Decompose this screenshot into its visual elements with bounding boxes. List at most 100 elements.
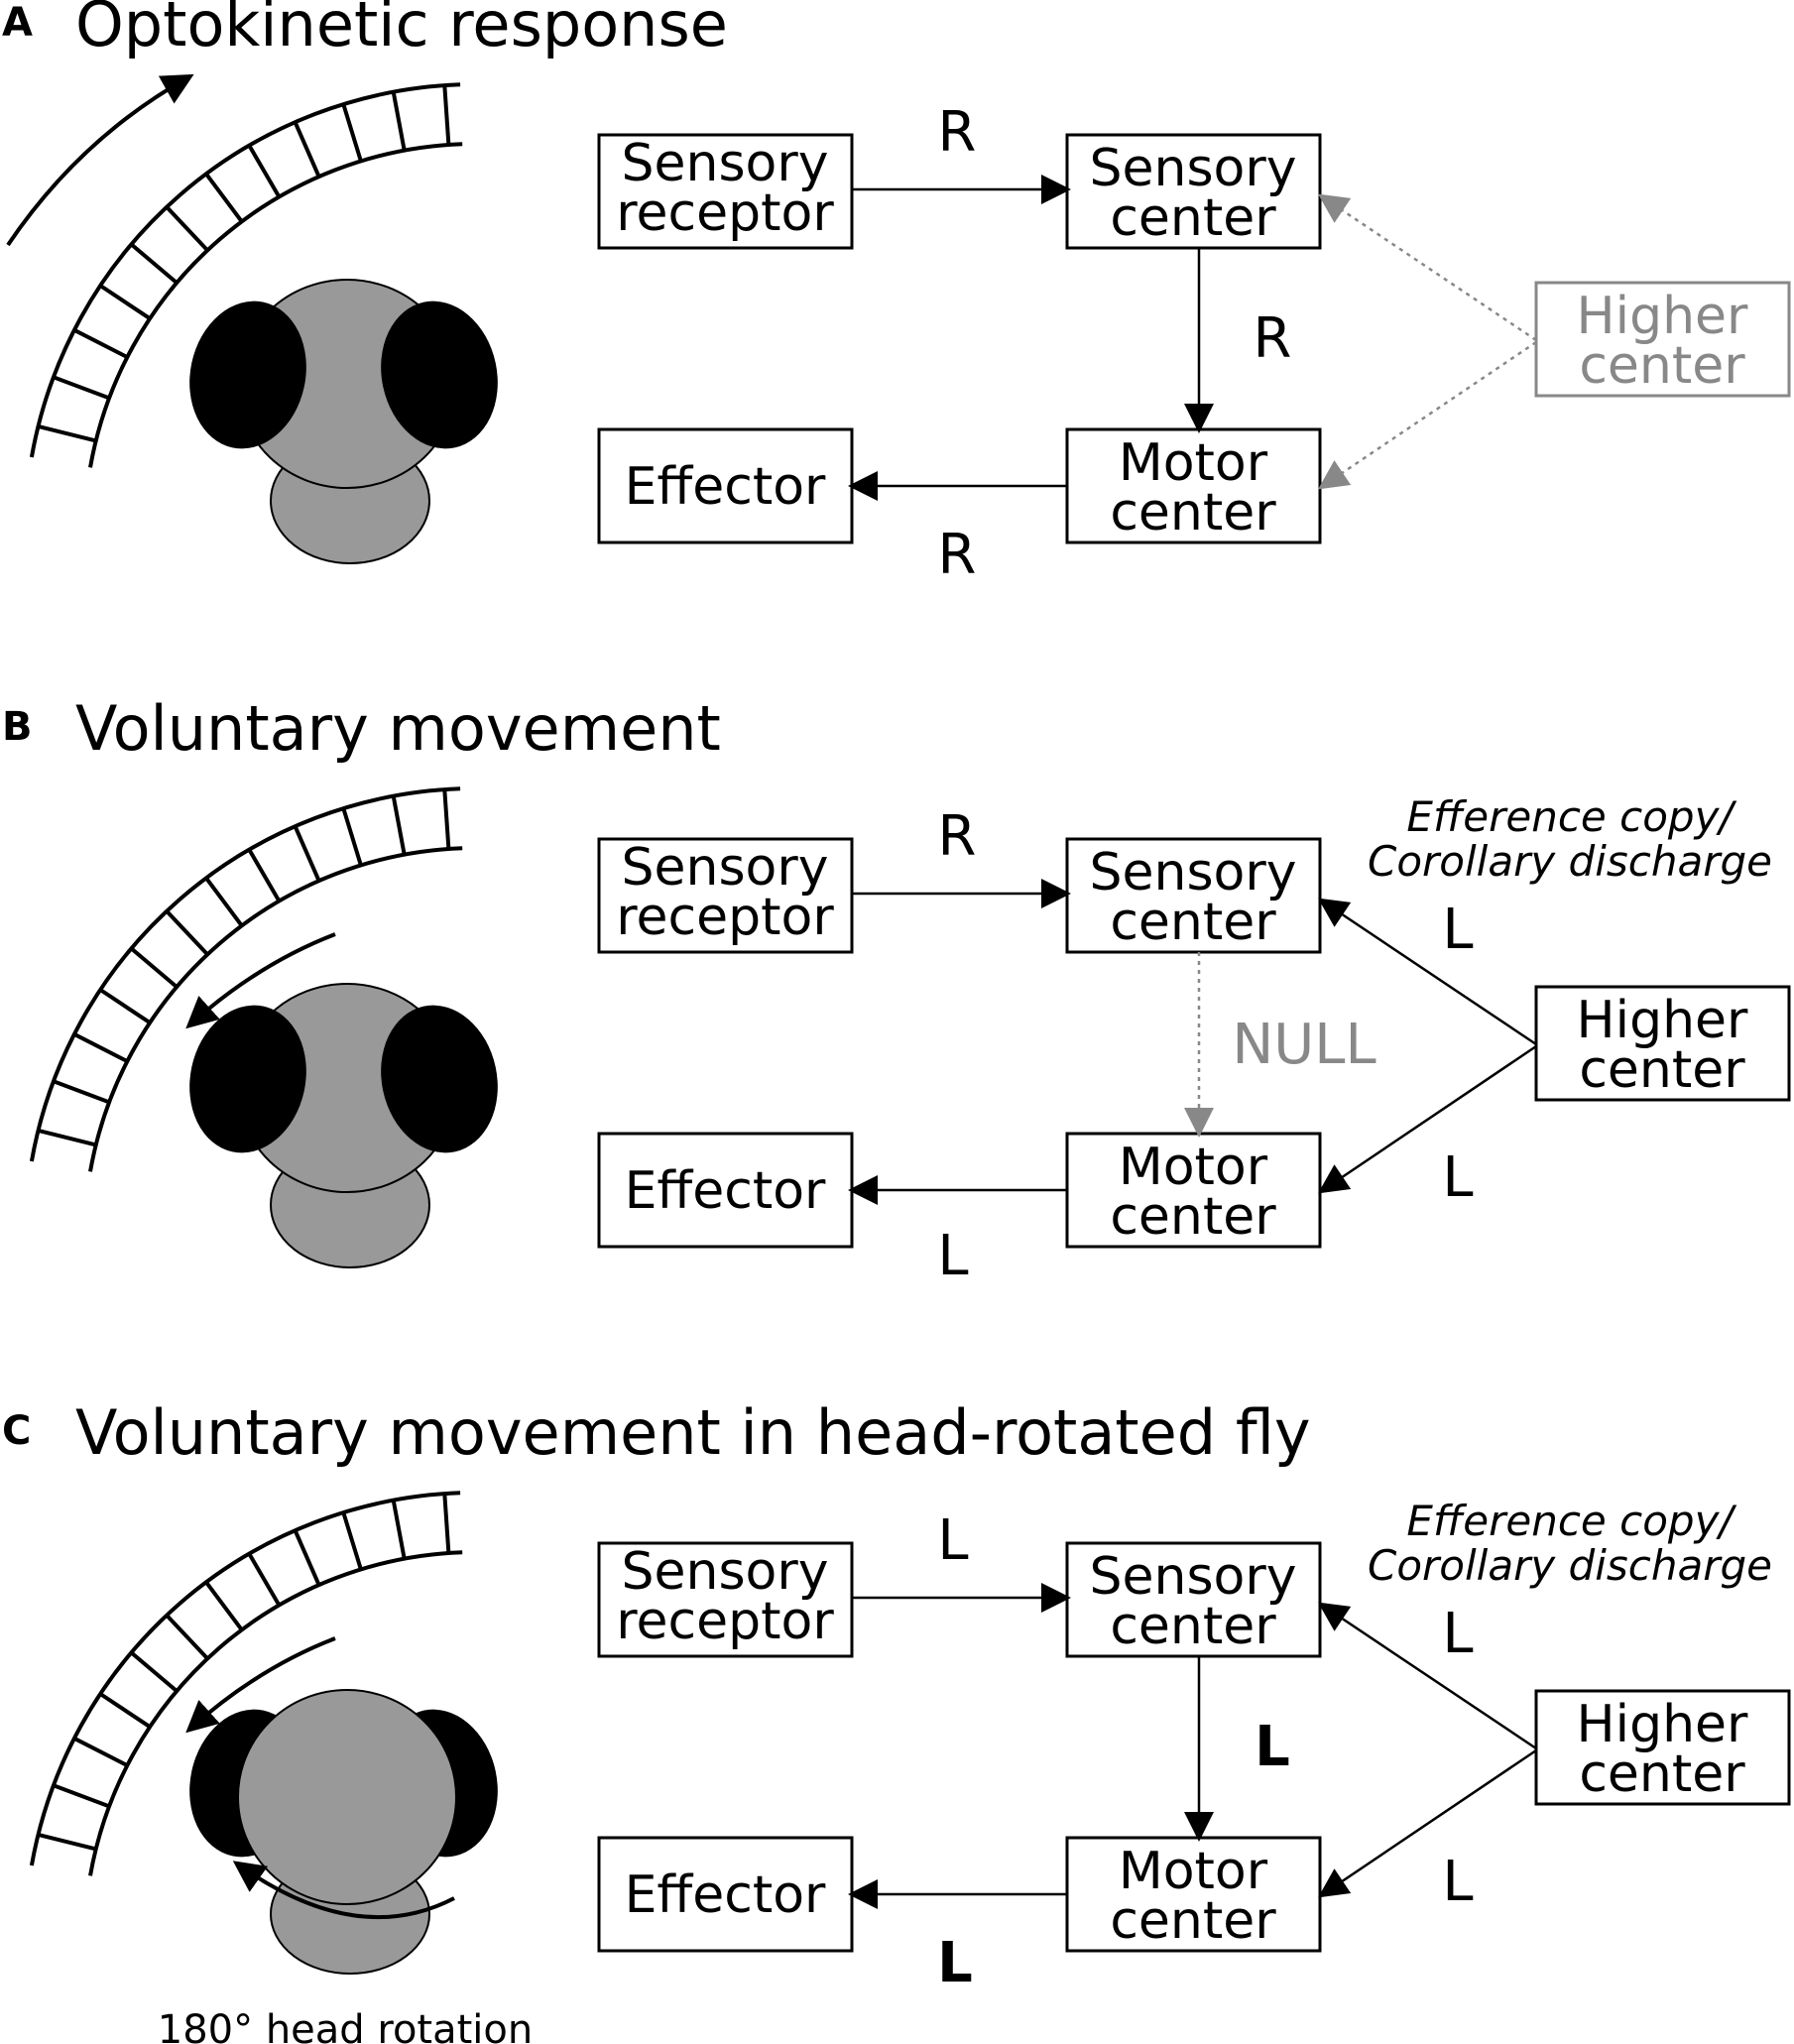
- box-label: center: [1110, 188, 1276, 248]
- effector-box: Effector: [597, 1132, 854, 1249]
- efference-label: Efference copy/: [1406, 1497, 1736, 1545]
- panel-title: Voluntary movement: [75, 692, 721, 765]
- signal-label: L: [1255, 1715, 1290, 1779]
- rotation-arrow-icon: [185, 932, 336, 1029]
- box-label: Sensory: [621, 134, 828, 193]
- drum-stripe: [130, 946, 179, 989]
- drum-stripe: [72, 1032, 129, 1063]
- drum-stripe: [391, 1500, 407, 1560]
- box-label: center: [1110, 1891, 1276, 1951]
- motor-center-box: Motor center: [1065, 1836, 1322, 1953]
- arrow-higher-to-sensory: [1318, 1602, 1537, 1750]
- higher-center-box: Higher center: [1534, 281, 1791, 398]
- fly-head-icon: [189, 279, 498, 564]
- box-label: center: [1579, 336, 1745, 396]
- drum-stripe: [38, 423, 97, 443]
- box-label: center: [1110, 893, 1276, 952]
- effector-box: Effector: [597, 1836, 854, 1953]
- box-label: Higher: [1577, 287, 1749, 346]
- signal-label: R: [938, 523, 977, 587]
- drum-stripe: [442, 84, 451, 146]
- signal-label: L: [1442, 1145, 1473, 1210]
- arrow-higher-to-motor: [1318, 1748, 1537, 1898]
- drum-stripe: [293, 1529, 321, 1586]
- box-label: Higher: [1577, 1695, 1749, 1754]
- box-label: center: [1579, 1040, 1745, 1100]
- drum-stripe: [391, 91, 407, 152]
- panel-a: A Optokinetic response Sensory receptor …: [2, 0, 1791, 587]
- signal-label: NULL: [1232, 1013, 1375, 1077]
- drum-stripe: [53, 1783, 110, 1809]
- higher-center-box: Higher center: [1534, 1689, 1791, 1806]
- box-label: Motor: [1119, 1842, 1268, 1901]
- signal-label: L: [1442, 898, 1473, 962]
- efference-label: Corollary discharge: [1368, 837, 1772, 886]
- drum-stripe: [38, 1832, 97, 1852]
- signal-label: R: [1254, 306, 1292, 371]
- drum-stripe: [247, 848, 282, 902]
- arrow-higher-to-sensory: [1318, 193, 1537, 342]
- drum-stripe: [53, 1079, 110, 1105]
- sensory-center-box: Sensory center: [1065, 133, 1322, 250]
- drum-stripe: [165, 205, 209, 252]
- rotation-arrow-icon: [232, 1861, 455, 1920]
- drum-stripe: [165, 1614, 209, 1660]
- fly-head-icon: [189, 983, 498, 1268]
- drum-stripe: [293, 825, 321, 882]
- striped-drum-icon: [29, 82, 463, 468]
- box-label: Motor: [1119, 433, 1268, 493]
- sensory-receptor-box: Sensory receptor: [597, 837, 854, 954]
- signal-label: R: [938, 100, 977, 165]
- drum-stripe: [130, 1650, 179, 1693]
- drum-stripe: [247, 144, 282, 198]
- panel-letter: B: [2, 704, 33, 750]
- drum-stripe: [204, 1581, 244, 1631]
- rotation-arrow-icon: [6, 73, 194, 247]
- arrow-higher-to-motor: [1318, 340, 1537, 490]
- drum-stripe: [442, 1493, 451, 1554]
- arrow-higher-to-motor: [1318, 1044, 1537, 1194]
- drum-stripe: [391, 795, 407, 856]
- higher-center-box: Higher center: [1534, 985, 1791, 1102]
- box-label: Effector: [625, 1161, 826, 1221]
- panel-letter: A: [2, 0, 33, 46]
- signal-label: L: [937, 1224, 968, 1288]
- striped-drum-icon: [29, 1491, 463, 1876]
- box-label: Motor: [1119, 1138, 1268, 1197]
- signal-label: L: [937, 1931, 973, 1995]
- box-label: Sensory: [621, 838, 828, 898]
- box-label: receptor: [616, 888, 834, 947]
- panel-b: B Voluntary movement Efference copy/ Cor…: [2, 692, 1791, 1288]
- drum-stripe: [72, 1737, 129, 1767]
- box-label: Higher: [1577, 991, 1749, 1050]
- drum-stripe: [204, 173, 244, 223]
- drum-stripe: [99, 284, 152, 320]
- drum-stripe: [165, 909, 209, 956]
- box-label: center: [1110, 1187, 1276, 1247]
- box-label: center: [1110, 1597, 1276, 1656]
- panel-title: Optokinetic response: [75, 0, 728, 60]
- panel-c: C Voluntary movement in head-rotated fly…: [2, 1396, 1791, 2044]
- sensory-center-box: Sensory center: [1065, 1541, 1322, 1658]
- box-label: Sensory: [621, 1542, 828, 1602]
- drum-stripe: [341, 103, 363, 162]
- signal-label: L: [937, 1508, 968, 1573]
- box-label: Effector: [625, 1865, 826, 1925]
- sensory-center-box: Sensory center: [1065, 837, 1322, 954]
- box-label: center: [1110, 483, 1276, 542]
- drum-stripe: [341, 1511, 363, 1570]
- motor-center-box: Motor center: [1065, 427, 1322, 544]
- drum-stripe: [293, 121, 321, 178]
- drum-stripe: [53, 375, 110, 401]
- box-label: receptor: [616, 183, 834, 243]
- box-label: receptor: [616, 1592, 834, 1651]
- striped-drum-icon: [29, 786, 463, 1172]
- drum-stripe: [442, 788, 451, 850]
- drum-stripe: [99, 1692, 152, 1729]
- head-rotation-caption: 180° head rotation: [158, 2007, 534, 2044]
- box-label: Sensory: [1089, 1547, 1296, 1607]
- panel-title: Voluntary movement in head-rotated fly: [75, 1396, 1311, 1469]
- drum-stripe: [99, 988, 152, 1024]
- drum-stripe: [72, 328, 129, 359]
- fly-head-icon: [189, 1689, 498, 1975]
